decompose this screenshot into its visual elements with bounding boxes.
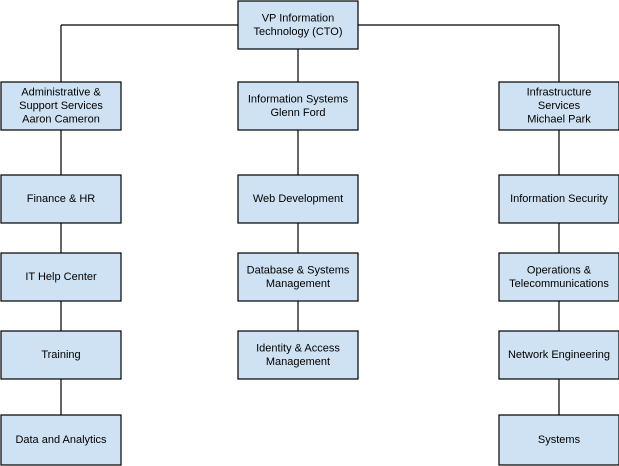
unit-node-0-2-label: Training xyxy=(41,349,80,361)
unit-node-0-0-box xyxy=(0,174,122,224)
unit-node-0-1-box xyxy=(0,252,122,302)
division-head-0-label: Administrative & xyxy=(21,87,101,99)
unit-node-1-0-box xyxy=(237,174,359,224)
unit-node-2-0: Information Security xyxy=(498,174,619,224)
unit-node-2-2-label: Network Engineering xyxy=(508,349,610,361)
unit-node-1-2-label: Identity & Access xyxy=(256,342,340,354)
unit-node-1-2-box xyxy=(237,330,359,380)
unit-node-0-1: IT Help Center xyxy=(0,252,122,302)
unit-node-2-1-label: Operations & xyxy=(527,264,592,276)
division-head-1-box xyxy=(237,81,359,131)
unit-node-2-2: Network Engineering xyxy=(498,330,619,380)
unit-node-2-1-box xyxy=(498,252,619,302)
unit-node-1-1-label: Management xyxy=(266,278,330,290)
root-node-vp-it-label: VP Information xyxy=(262,12,335,24)
unit-node-0-2-box xyxy=(0,330,122,380)
unit-node-2-0-label: Information Security xyxy=(510,193,608,205)
unit-node-1-2-label: Management xyxy=(266,356,330,368)
unit-node-2-0-box xyxy=(498,174,619,224)
unit-node-1-0: Web Development xyxy=(237,174,359,224)
unit-node-1-0-label: Web Development xyxy=(253,193,343,205)
unit-node-0-3: Data and Analytics xyxy=(0,414,122,466)
unit-node-2-2-box xyxy=(498,330,619,380)
unit-node-1-1-box xyxy=(237,252,359,302)
unit-node-2-3-label: Systems xyxy=(538,434,581,446)
connector-lines xyxy=(60,24,560,415)
division-head-2-box xyxy=(498,81,619,131)
unit-node-1-1-label: Database & Systems xyxy=(247,264,350,276)
division-head-1-label: Glenn Ford xyxy=(270,107,325,119)
unit-node-2-3: Systems xyxy=(498,414,619,466)
unit-node-0-2: Training xyxy=(0,330,122,380)
division-head-2-label: Michael Park xyxy=(527,114,591,126)
root-node-vp-it-label: Technology (CTO) xyxy=(253,26,342,38)
unit-node-2-3-box xyxy=(498,414,619,466)
division-head-0-label: Aaron Cameron xyxy=(22,114,100,126)
unit-node-0-1-label: IT Help Center xyxy=(25,271,97,283)
unit-node-2-1: Operations & Telecommunications xyxy=(498,252,619,302)
unit-node-2-1-label: Telecommunications xyxy=(509,278,609,290)
division-head-2-label: Infrastructure xyxy=(527,87,592,99)
unit-node-0-3-label: Data and Analytics xyxy=(15,434,107,446)
division-head-1-label: Information Systems xyxy=(248,93,349,105)
root-node-vp-it-box xyxy=(237,0,359,50)
unit-node-0-0: Finance & HR xyxy=(0,174,122,224)
division-head-2-label: Services xyxy=(538,100,581,112)
division-head-0-box xyxy=(0,81,122,131)
division-head-0-label: Support Services xyxy=(19,100,103,112)
unit-node-0-0-label: Finance & HR xyxy=(27,193,96,205)
unit-node-0-3-box xyxy=(0,414,122,466)
